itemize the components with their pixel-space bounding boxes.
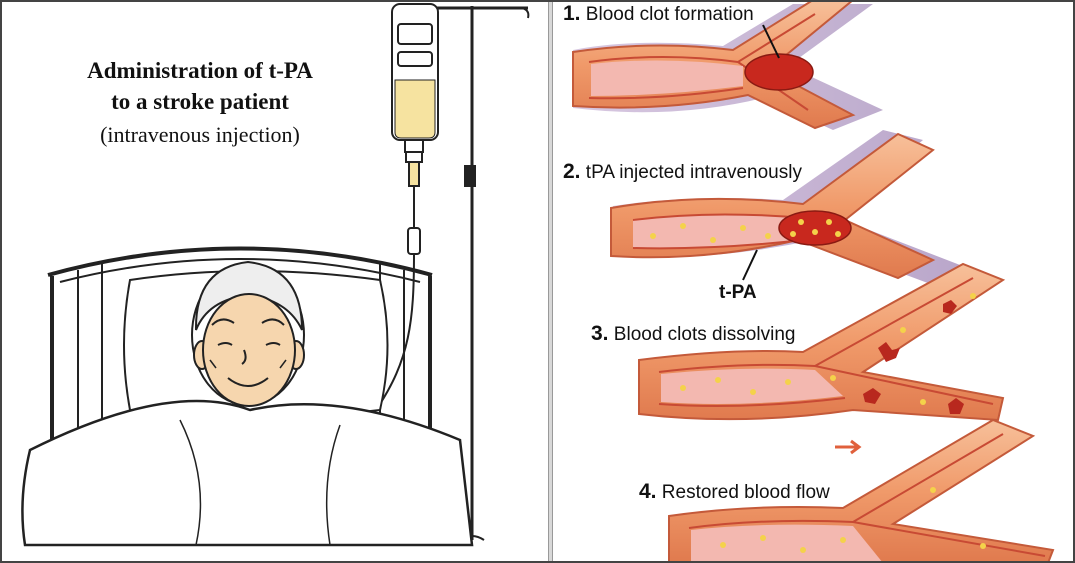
step-2-number: 2. — [563, 160, 581, 183]
flow-arrow — [835, 439, 862, 455]
panel-divider — [548, 0, 553, 563]
clot-dissolution-panel: 1. Blood clot formation 2. tPA injected … — [553, 0, 1075, 563]
step-1-text: Blood clot formation — [585, 4, 754, 25]
blanket — [21, 399, 474, 547]
vessel-stage-2 — [610, 130, 973, 285]
step-3-label: 3. Blood clots dissolving — [591, 322, 795, 346]
vessel-stage-4 — [668, 418, 1055, 563]
step-2-label: 2. tPA injected intravenously — [563, 160, 802, 184]
step-4-label: 4. Restored blood flow — [639, 480, 830, 504]
step-3-number: 3. — [591, 322, 609, 345]
vessel-stage-1 — [572, 0, 883, 130]
patient-head — [191, 260, 305, 407]
step-1-label: 1. Blood clot formation — [563, 2, 754, 26]
patient-illustration-panel: Administration of t-PA to a stroke patie… — [21, 0, 549, 563]
step-4-number: 4. — [639, 480, 657, 503]
step-2-text: tPA injected intravenously — [585, 162, 802, 183]
dissolving-clots — [863, 300, 964, 414]
blood-clot — [744, 53, 814, 91]
step-4-text: Restored blood flow — [661, 482, 830, 503]
tpa-clot — [778, 210, 852, 246]
vessel-diagram — [572, 0, 1055, 563]
tpa-dots-3 — [680, 293, 976, 405]
tpa-label: t-PA — [719, 282, 757, 303]
iv-bag — [375, 3, 439, 411]
title-line-2: to a stroke patient — [111, 89, 289, 114]
tpa-dots-4 — [720, 487, 986, 553]
step-1-number: 1. — [563, 2, 581, 25]
patient-illustration — [21, 3, 530, 547]
title-line-3: (intravenous injection) — [100, 122, 300, 147]
tpa-dots — [650, 223, 771, 243]
step-3-text: Blood clots dissolving — [613, 324, 796, 345]
title-line-1: Administration of t-PA — [87, 58, 313, 83]
vessel-stage-3 — [638, 262, 1006, 455]
